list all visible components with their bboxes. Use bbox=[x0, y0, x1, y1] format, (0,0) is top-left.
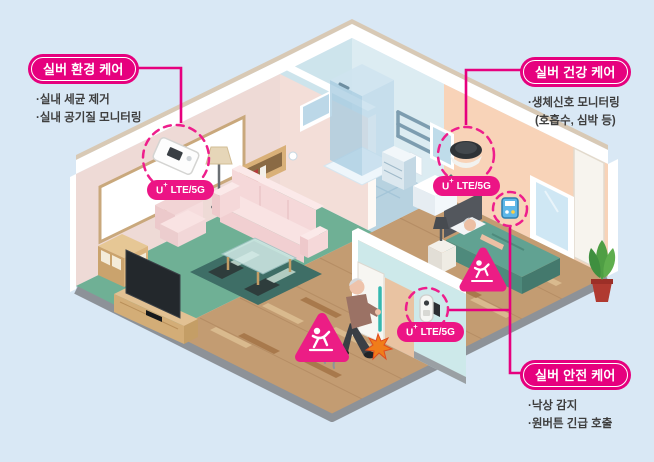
emergency-call-button-device bbox=[501, 197, 519, 219]
callout-environment-bullets: ·실내 세균 제거 ·실내 공기질 모니터링 bbox=[36, 92, 141, 128]
living-room-furniture bbox=[98, 145, 328, 344]
bullet-item: ·생체신호 모니터링 bbox=[528, 97, 620, 109]
sleeping-senior bbox=[463, 217, 504, 250]
walking-senior bbox=[323, 278, 381, 369]
fall-warning-hallway-icon bbox=[295, 313, 349, 362]
badge-network: LTE/5G bbox=[456, 181, 491, 193]
bullet-item: ·실내 공기질 모니터링 bbox=[36, 111, 142, 124]
senior-head bbox=[349, 279, 365, 295]
bullet-item: (호흡수, 심박 등) bbox=[535, 114, 616, 127]
callout-safety-title: 실버 안전 케어 bbox=[520, 360, 631, 390]
hallway-door-wall bbox=[352, 228, 466, 384]
badge-network: LTE/5G bbox=[170, 185, 205, 197]
callout-health-title: 실버 건강 케어 bbox=[520, 57, 631, 87]
senior-leg-front bbox=[350, 326, 372, 356]
air-care-device bbox=[152, 137, 200, 175]
potted-plant bbox=[588, 240, 616, 302]
badge-plus: + bbox=[163, 180, 168, 189]
sofa bbox=[212, 165, 328, 263]
circle-emergency-button bbox=[491, 190, 529, 228]
bathroom-fixtures bbox=[288, 64, 457, 216]
connector-lines bbox=[134, 66, 524, 375]
badge-carrier: U bbox=[406, 327, 414, 339]
connector-health bbox=[464, 68, 524, 125]
towel-radiator bbox=[396, 110, 432, 154]
badge-plus: + bbox=[413, 322, 418, 331]
callout-environment-care: 실버 환경 케어 ·실내 세균 제거 ·실내 공기질 모니터링 bbox=[28, 54, 141, 128]
connector-environment bbox=[134, 66, 183, 123]
senior-arm bbox=[360, 300, 380, 317]
connector-safety bbox=[508, 227, 522, 375]
coffee-table bbox=[220, 237, 298, 285]
bathroom-mirror-window bbox=[300, 90, 332, 132]
callout-environment-title: 실버 환경 케어 bbox=[28, 54, 139, 84]
bullet-item: ·낙상 감지 bbox=[528, 400, 578, 412]
badge-carrier: U bbox=[156, 185, 164, 197]
impact-star-icon bbox=[364, 332, 394, 361]
callout-health-bullets: ·생체신호 모니터링 (호흡수, 심박 등) bbox=[528, 95, 631, 131]
bedroom-window bbox=[530, 175, 574, 260]
lte-badge-air-care: U+LTE/5G bbox=[147, 180, 214, 201]
badge-plus: + bbox=[449, 176, 454, 185]
callout-safety-bullets: ·낙상 감지 ·원버튼 긴급 호출 bbox=[528, 398, 631, 434]
bullet-item: ·원버튼 긴급 호출 bbox=[528, 417, 613, 430]
bedroom-walls bbox=[444, 65, 618, 276]
bathroom-drawers bbox=[382, 146, 416, 190]
bullet-item: ·실내 세균 제거 bbox=[36, 94, 110, 106]
callout-health-care: 실버 건강 케어 ·생체신호 모니터링 (호흡수, 심박 등) bbox=[520, 57, 631, 131]
badge-network: LTE/5G bbox=[420, 327, 455, 339]
lte-badge-radar-sensor: U+LTE/5G bbox=[433, 176, 500, 197]
radar-vital-sensor-device bbox=[450, 141, 482, 168]
fall-warning-bedroom-icon bbox=[459, 247, 507, 292]
bedside-lamp bbox=[433, 217, 449, 241]
tv bbox=[125, 249, 181, 322]
badge-carrier: U bbox=[442, 181, 450, 193]
lte-badge-door-sensor: U+LTE/5G bbox=[397, 322, 464, 343]
toilet-paper-holder bbox=[288, 151, 298, 161]
callout-safety-care: 실버 안전 케어 ·낙상 감지 ·원버튼 긴급 호출 bbox=[520, 360, 631, 434]
